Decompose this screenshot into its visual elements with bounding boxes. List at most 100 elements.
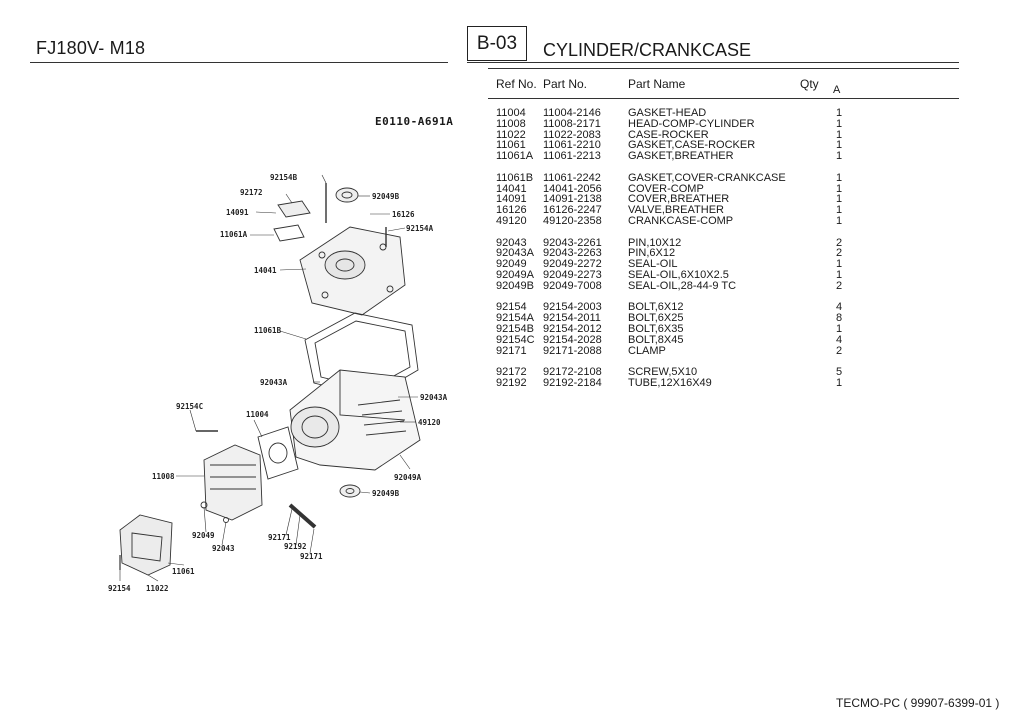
breather-cover-shape xyxy=(277,200,311,218)
title-rule-left xyxy=(30,62,448,63)
part-name-cell: GASKET-HEAD xyxy=(628,107,707,119)
part-no-cell: 11061-2242 xyxy=(543,171,601,184)
qty-cell: 1 xyxy=(836,128,843,141)
part-name-cell: SEAL-OIL,28-44-9 TC xyxy=(628,279,737,292)
part-name-cell: SCREW,5X10 xyxy=(628,366,698,379)
ref-no-cell: 92154C xyxy=(496,333,535,346)
part-no-cell: 14041-2056 xyxy=(543,182,602,195)
ref-no-cell: 14091 xyxy=(496,193,527,206)
label-92049b-top: 92049B xyxy=(372,192,400,201)
rocker-case-shape xyxy=(119,514,173,576)
crankcase-cover-boss xyxy=(324,250,366,280)
pin-92043-shape xyxy=(223,517,229,523)
ref-no-cell: 14041 xyxy=(496,182,527,195)
qty-cell: 1 xyxy=(836,258,843,271)
part-no-cell: 92043-2263 xyxy=(543,247,602,260)
breather-gasket-shape xyxy=(273,224,305,242)
ref-no-cell: 11004 xyxy=(496,107,526,119)
ref-no-cell: 92049 xyxy=(496,258,527,271)
table-row: 92049A 92049-2273 SEAL-OIL,6X10X2.5 1 xyxy=(496,270,856,281)
part-name-cell: BOLT,8X45 xyxy=(628,333,684,346)
part-no-cell: 11061-2213 xyxy=(543,150,601,163)
label-92154b: 92154B xyxy=(270,173,298,182)
part-name-cell: CASE-ROCKER xyxy=(628,128,709,141)
exploded-parts-diagram: 92154B 92172 92049B 14091 16126 11061A 9… xyxy=(108,173,448,593)
header-variant-a: A xyxy=(833,84,841,96)
ref-no-cell: 92172 xyxy=(496,366,527,379)
qty-cell: 1 xyxy=(836,107,843,119)
part-name-cell: CRANKCASE-COMP xyxy=(628,214,734,227)
tube-shape xyxy=(288,503,317,529)
ref-no-cell: 92154A xyxy=(496,312,534,325)
label-92171-a: 92171 xyxy=(268,533,291,542)
part-no-cell: 11061-2210 xyxy=(543,139,601,152)
part-name-cell: PIN,10X12 xyxy=(628,236,682,249)
label-92154c: 92154C xyxy=(176,402,203,411)
part-name-cell: HEAD-COMP-CYLINDER xyxy=(628,117,755,130)
part-no-cell: 92192-2184 xyxy=(543,376,602,389)
part-name-cell: COVER,BREATHER xyxy=(628,193,730,206)
qty-cell: 1 xyxy=(836,182,843,195)
ref-no-cell: 92049A xyxy=(496,268,534,281)
label-92043a-left: 92043A xyxy=(260,378,288,387)
part-no-cell: 92154-2028 xyxy=(543,333,602,346)
label-11061: 11061 xyxy=(172,567,195,576)
catalog-footer: TECMO-PC ( 99907-6399-01 ) xyxy=(836,696,1000,710)
title-rule-right-1 xyxy=(467,62,959,63)
qty-cell: 2 xyxy=(836,247,843,260)
label-14041: 14041 xyxy=(254,266,277,275)
part-no-cell: 11022-2083 xyxy=(543,128,601,141)
qty-cell: 2 xyxy=(836,344,843,357)
label-92049: 92049 xyxy=(192,531,215,540)
label-92154: 92154 xyxy=(108,584,131,593)
part-name-cell: SEAL-OIL,6X10X2.5 xyxy=(628,268,729,281)
ref-no-cell: 92049B xyxy=(496,279,534,292)
ref-no-cell: 92043A xyxy=(496,247,534,260)
ref-no-cell: 92154 xyxy=(496,301,527,314)
ref-no-cell: 92154B xyxy=(496,322,534,335)
qty-cell: 1 xyxy=(836,268,843,281)
part-no-cell: 92049-2272 xyxy=(543,258,602,271)
part-name-cell: TUBE,12X16X49 xyxy=(628,376,712,389)
part-no-cell: 49120-2358 xyxy=(543,214,602,227)
title-rule-right-2 xyxy=(488,68,959,69)
label-92154a: 92154A xyxy=(406,224,434,233)
qty-cell: 4 xyxy=(836,301,843,314)
part-no-cell: 92049-2273 xyxy=(543,268,602,281)
qty-cell: 1 xyxy=(836,193,843,206)
part-no-cell: 92154-2012 xyxy=(543,322,602,335)
header-part-name: Part Name xyxy=(628,77,686,91)
label-49120: 49120 xyxy=(418,418,441,427)
label-11004: 11004 xyxy=(246,410,269,419)
qty-cell: 1 xyxy=(836,214,843,227)
cylinder-head-shape xyxy=(203,444,263,521)
qty-cell: 4 xyxy=(836,333,843,346)
part-no-cell: 92171-2088 xyxy=(543,344,602,357)
label-14091: 14091 xyxy=(226,208,249,217)
ref-no-cell: 49120 xyxy=(496,214,527,227)
part-no-cell: 11004-2146 xyxy=(543,107,601,119)
model-title: FJ180V- M18 xyxy=(36,38,146,58)
part-name-cell: BOLT,6X35 xyxy=(628,322,684,335)
part-no-cell: 92043-2261 xyxy=(543,236,602,249)
part-name-cell: SEAL-OIL xyxy=(628,258,678,271)
qty-cell: 1 xyxy=(836,322,843,335)
label-92171-b: 92171 xyxy=(300,552,323,561)
oil-seal-bottom xyxy=(339,484,361,498)
section-title: CYLINDER/CRANKCASE xyxy=(543,40,752,60)
label-16126: 16126 xyxy=(392,210,415,219)
part-name-cell: PIN,6X12 xyxy=(628,247,676,260)
table-row: 92043A 92043-2263 PIN,6X12 2 xyxy=(496,248,856,259)
part-name-cell: GASKET,CASE-ROCKER xyxy=(628,139,756,152)
header-qty: Qty xyxy=(800,77,819,91)
table-header-rule xyxy=(488,98,959,99)
ref-no-cell: 11061B xyxy=(496,171,534,184)
part-name-cell: CLAMP xyxy=(628,344,666,357)
